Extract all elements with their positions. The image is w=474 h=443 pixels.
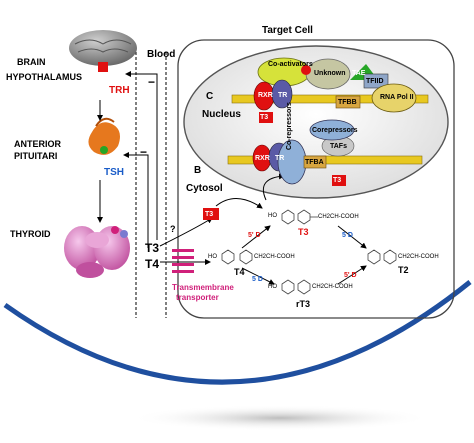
t3-ho-label: HO — [268, 213, 277, 219]
molecule-t3-label: T3 — [298, 227, 309, 237]
rxr-label-b: RXR — [255, 155, 270, 162]
t3-cytosol-box-label: T3 — [205, 211, 214, 218]
arrow-t3-to-t2 — [337, 225, 367, 249]
t4-cooh-label: CH2CH-COOH — [254, 254, 295, 260]
tafs-label: TAFs — [330, 143, 347, 150]
molecule-t2-label: T2 — [398, 265, 409, 275]
molecule-t4-label: T4 — [234, 267, 245, 277]
molecule-rt3 — [281, 279, 311, 295]
minus-sign-hypothalamus: − — [148, 75, 156, 89]
t4-blood-label: T4 — [145, 257, 160, 271]
dna-strand-c — [231, 94, 429, 104]
corepressors-label: Corepressors — [312, 127, 358, 134]
molecule-t3 — [281, 209, 318, 225]
t3-nucleus-c-box-label: T3 — [260, 114, 269, 121]
arrow-rt3-to-t2 — [337, 265, 367, 285]
panel-c-label: C — [206, 91, 214, 102]
deiodinase-label-t3-t2: 5 D — [342, 232, 353, 239]
arrow-t3-entry — [159, 217, 213, 247]
thyroid-icon — [64, 226, 130, 278]
t3-blood-label: T3 — [145, 241, 160, 255]
nucleus-label: Nucleus — [202, 109, 241, 120]
target-cell-label: Target Cell — [262, 25, 313, 36]
anterior-label: ANTERIOR — [14, 139, 61, 149]
brain-label: BRAIN — [17, 57, 46, 67]
arrow-t3-up — [262, 173, 285, 201]
panel-b-label: B — [194, 165, 202, 176]
feedback-to-hypothalamus — [125, 71, 158, 240]
pituitary-icon — [88, 117, 120, 155]
tsh-label: TSH — [104, 167, 124, 178]
t3-box-nucleus-c — [259, 112, 273, 123]
t3-cooh-label: CH2CH-COOH — [318, 214, 359, 220]
t3-box-cytosol — [203, 208, 219, 220]
t2-cooh-label: CH2CH-COOH — [398, 254, 439, 260]
minus-sign-pituitary: − — [140, 145, 148, 159]
t3-box-nucleus-b — [332, 175, 346, 186]
coactivator-complex — [253, 57, 417, 113]
transporter-label-1: Transmembrane — [172, 283, 234, 292]
tfbb-label: TFBB — [338, 99, 357, 106]
target-cell — [177, 39, 455, 319]
tfba-label-b: TFBA — [305, 159, 324, 166]
co-repressors-vertical-label: Co-repressors — [286, 102, 293, 150]
trh-label: TRH — [109, 85, 130, 96]
tr-label-c: TR — [278, 92, 288, 99]
unknown-label: Unknown — [314, 70, 346, 77]
hypothalamus-label: HYPOTHALAMUS — [6, 72, 82, 82]
coactivators-label: Co-activators — [268, 61, 313, 68]
pituitari-label: PITUITARI — [14, 151, 58, 161]
feedback-to-pituitary — [123, 152, 149, 248]
tfiid-label: TFIID — [366, 78, 384, 85]
molecule-rt3-label: rT3 — [296, 299, 311, 309]
rna-pol-label: RNA Pol II — [380, 94, 414, 101]
transporter-label-2: transporter — [176, 293, 219, 302]
molecule-t2 — [367, 249, 397, 265]
arrow-t4-to-t3 — [241, 225, 271, 249]
thyroid-label: THYROID — [10, 229, 51, 239]
tr-label-b: TR — [275, 155, 285, 162]
decorative-arc — [3, 280, 472, 385]
deiodinase-label-rt3-t2: 5' D — [344, 272, 357, 279]
rxr-label-c: RXR — [258, 92, 273, 99]
arrow-t4-to-rt3 — [241, 267, 275, 285]
deiodinase-label-t4-rt3: 5 D — [252, 276, 263, 283]
tae-label: TAE — [352, 70, 366, 77]
blood-label: Blood — [147, 49, 176, 60]
rt3-ho-label: HO — [268, 284, 277, 290]
t4-ho-label: HO — [208, 254, 217, 260]
brain-icon — [69, 30, 137, 72]
deiodinase-label-t4-t3: 5' D — [248, 232, 261, 239]
corepressor-complex — [252, 119, 355, 185]
rt3-cooh-label: CH2CH-COOH — [312, 284, 353, 290]
cytosol-label: Cytosol — [186, 183, 223, 194]
transmembrane-transporter — [172, 249, 194, 273]
arrow-cytosol-t3 — [215, 198, 263, 209]
t3-nucleus-b-box-label: T3 — [333, 177, 342, 184]
floor-shadow — [130, 405, 430, 431]
question-mark: ? — [170, 224, 176, 234]
molecule-t4 — [221, 249, 253, 265]
